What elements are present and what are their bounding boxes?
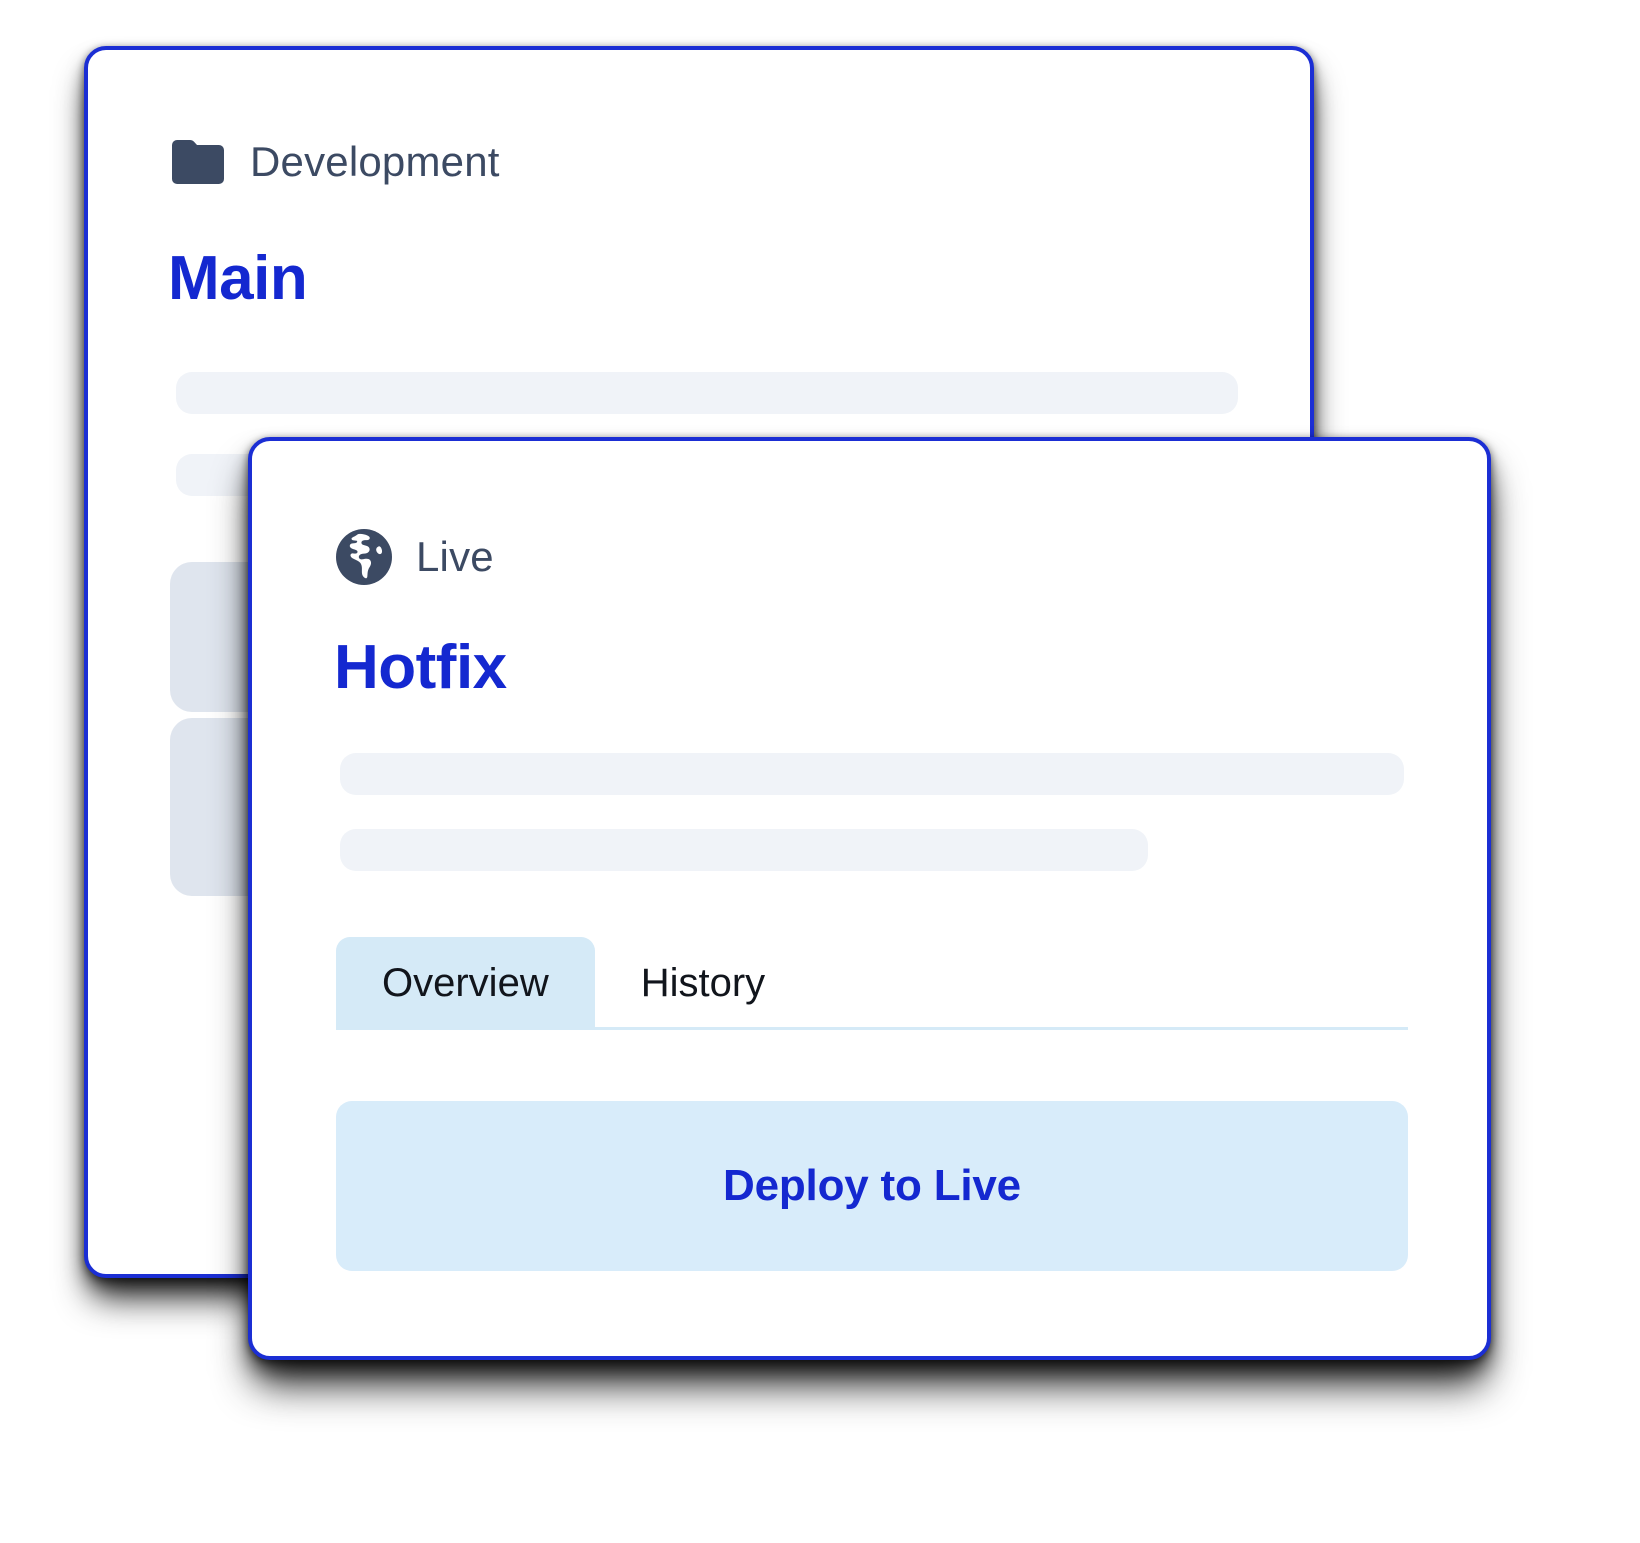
branch-title-hotfix: Hotfix [334, 633, 507, 702]
tab-overview[interactable]: Overview [336, 937, 595, 1027]
tab-history[interactable]: History [640, 961, 766, 1005]
branch-title-main: Main [168, 244, 308, 313]
tab-bar: Overview History [336, 937, 1408, 1030]
card-header-development: Development [168, 138, 500, 186]
card-header-live: Live [334, 527, 494, 587]
environment-label-development: Development [250, 138, 500, 185]
globe-icon [334, 527, 394, 587]
environment-card-live[interactable]: Live Hotfix Overview History Deploy to L… [248, 437, 1491, 1360]
folder-icon [168, 138, 228, 186]
deploy-to-live-button[interactable]: Deploy to Live [336, 1101, 1408, 1271]
environment-label-live: Live [416, 533, 494, 580]
placeholder-line [340, 829, 1148, 871]
placeholder-line [340, 753, 1404, 795]
placeholder-line [176, 372, 1238, 414]
